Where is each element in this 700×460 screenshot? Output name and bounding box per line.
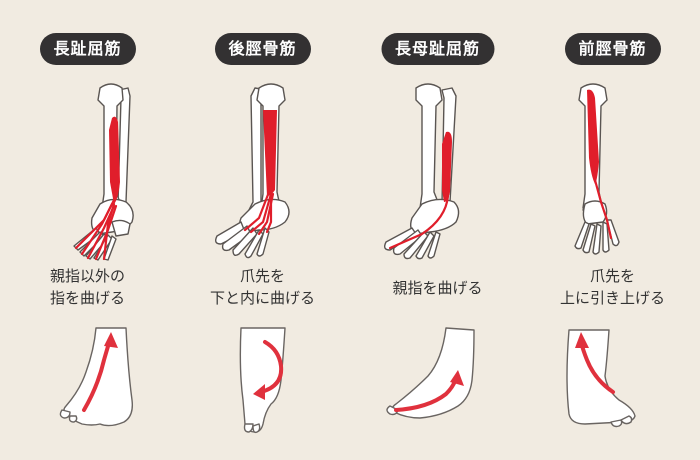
leg-bone-diagram [214,83,290,259]
muscle-function-text: 親指以外の 指を曲げる [49,267,125,307]
foot-motion-illustration [59,327,134,427]
muscle-card-tibialis-anterior: 前脛骨筋 爪先を 上に引き上げる [525,0,700,460]
foot-motion-illustration [386,327,475,419]
foot-motion-illustration [566,329,636,428]
leg-bone-diagram [574,83,620,255]
muscle-function-text: 爪先を 上に引き上げる [559,267,665,307]
muscle-function-text: 親指を曲げる [392,279,483,297]
leg-bone-diagram [73,83,134,261]
muscle-name-label: 長趾屈筋 [39,33,136,65]
muscle-name-label: 長母趾屈筋 [380,33,495,65]
muscle-function-text: 爪先を 下と内に曲げる [209,267,315,307]
leg-bone-diagram [383,83,460,260]
muscle-card-tibialis-posterior: 後脛骨筋 爪先を 下と内に曲げる [175,0,350,460]
muscle-name-label: 後脛骨筋 [214,33,311,65]
foot-motion-illustration [239,327,286,434]
muscle-card-flexor-hallucis-longus: 長母趾屈筋 親指を曲げる [350,0,525,460]
muscle-name-label: 前脛骨筋 [564,33,661,65]
muscle-card-flexor-digitorum-longus: 長趾屈筋 親指以外の 指を曲げる [0,0,175,460]
